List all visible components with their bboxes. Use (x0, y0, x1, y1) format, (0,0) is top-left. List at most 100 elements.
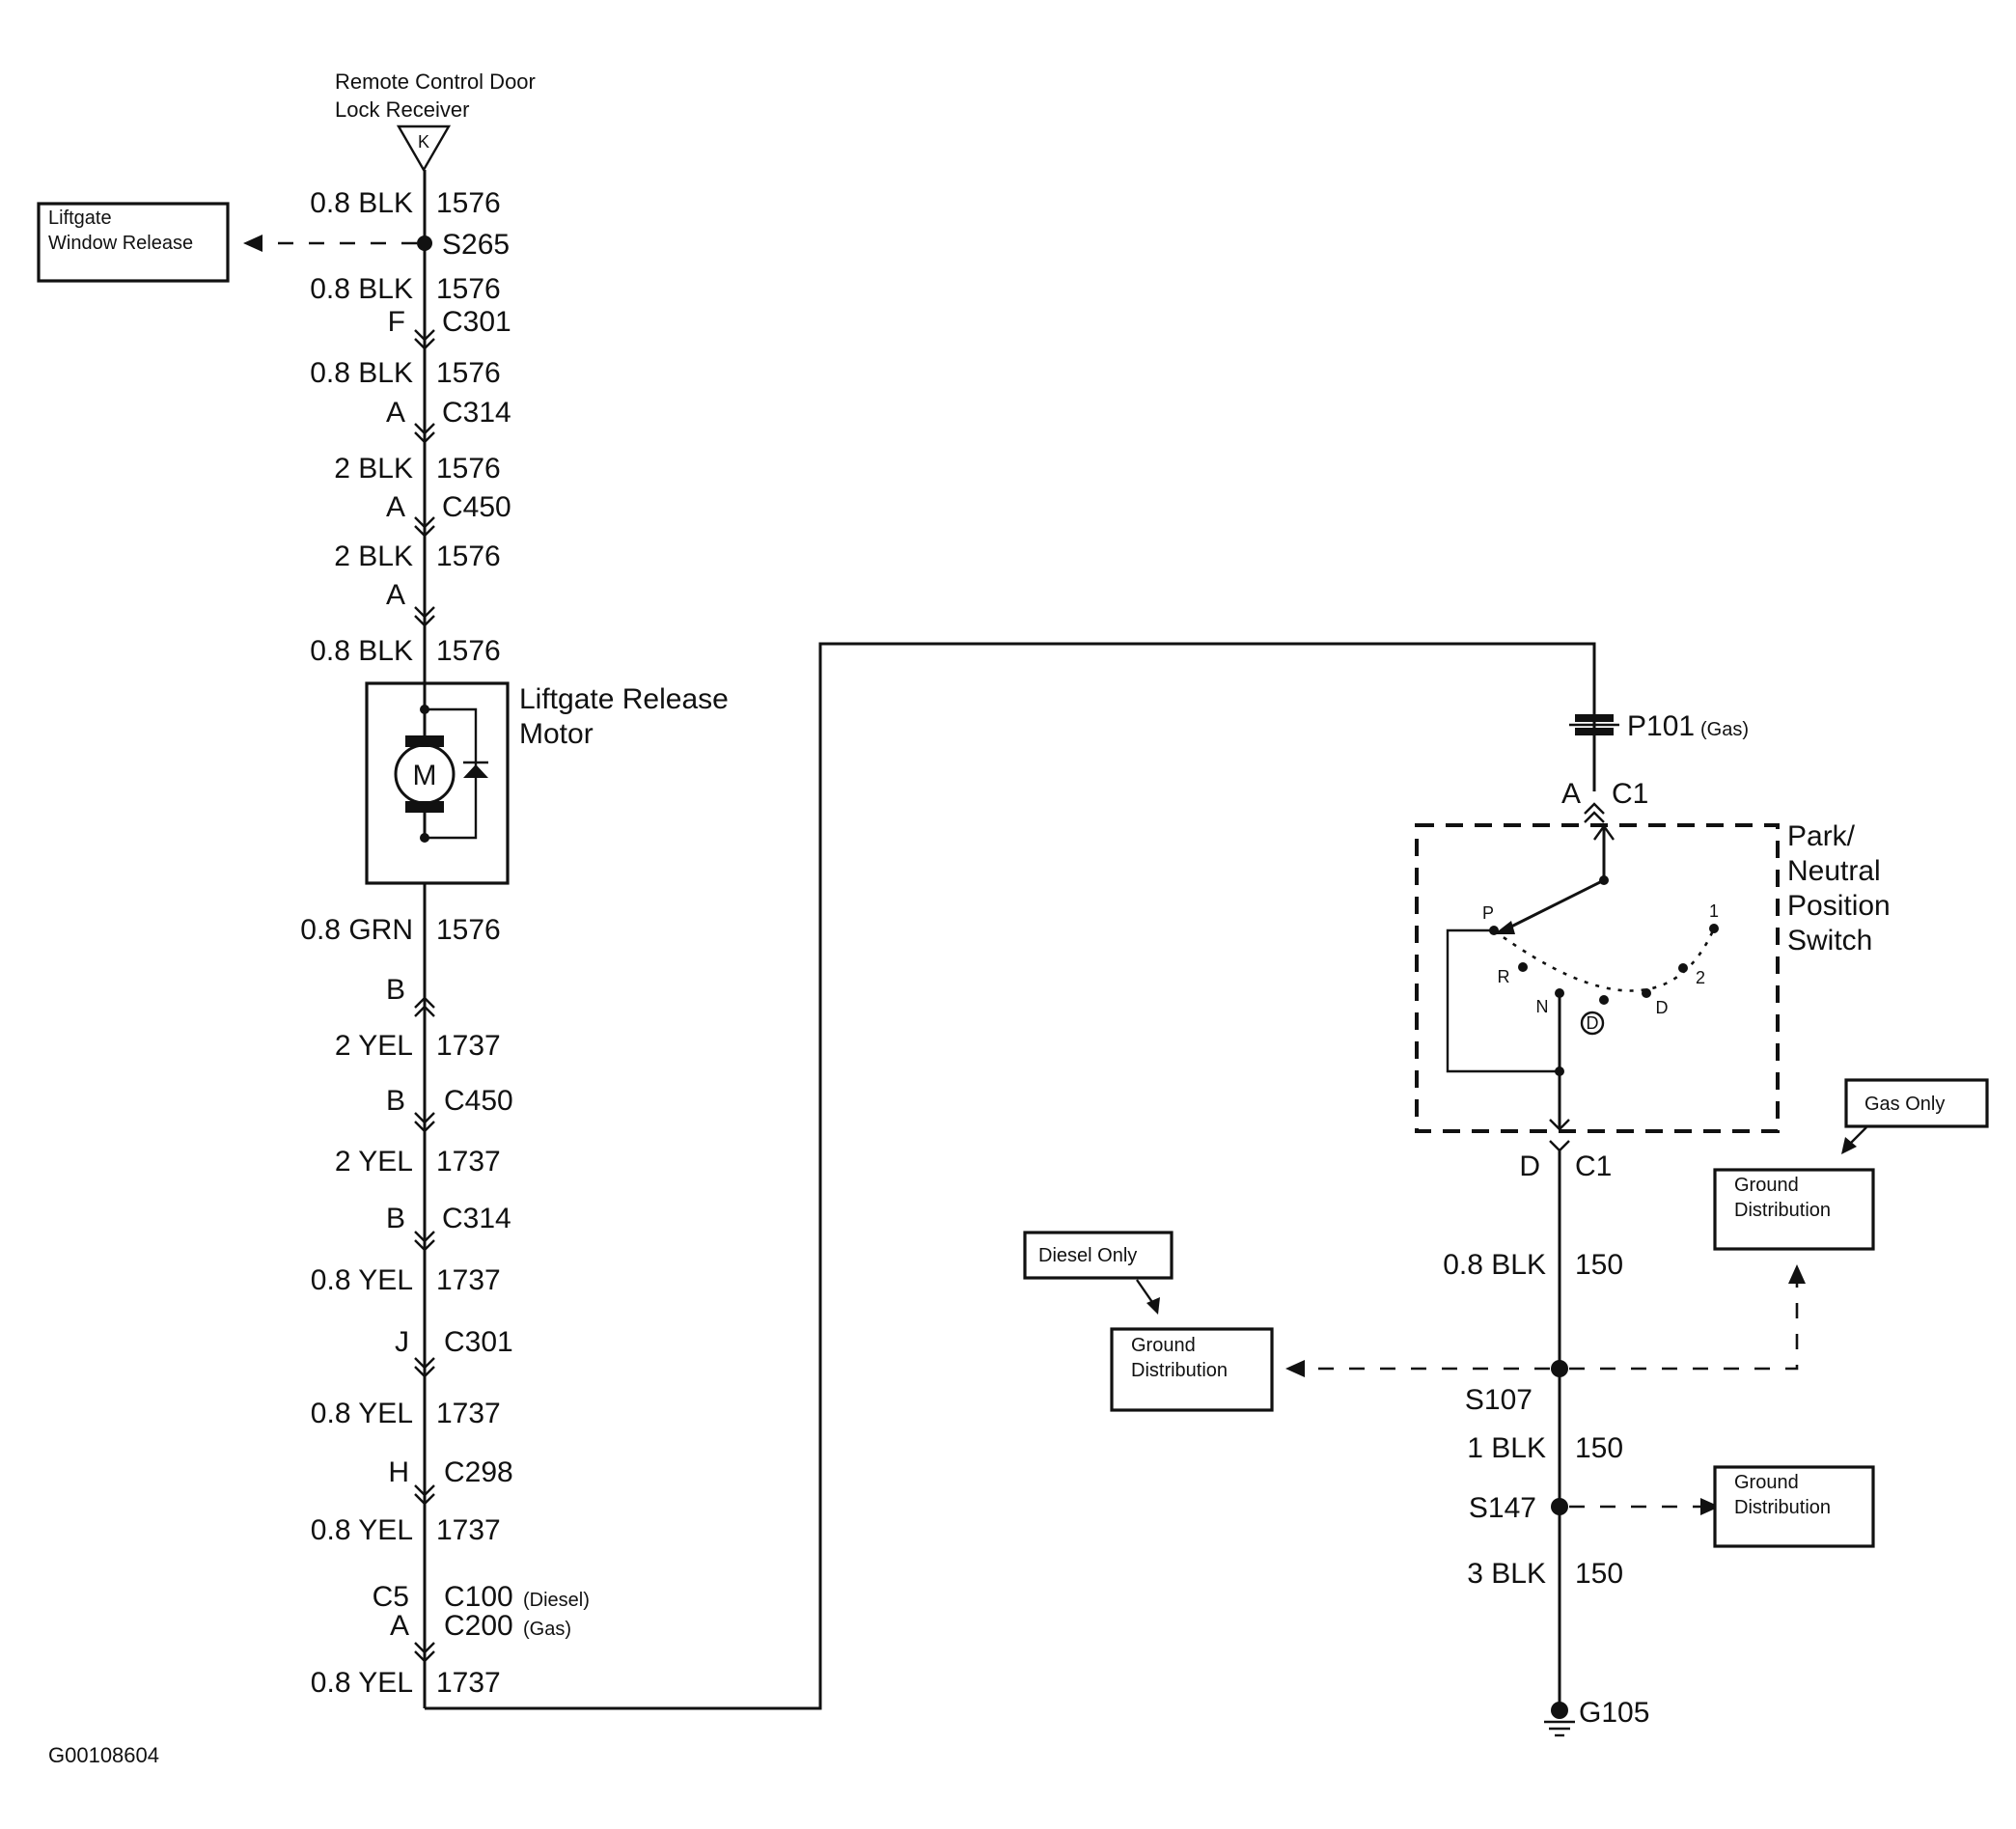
connector-c450-lower: B C450 (386, 1085, 513, 1133)
liftgate-window-label-2: Window Release (48, 233, 193, 254)
receiver-group: Remote Control Door Lock Receiver K (335, 69, 536, 173)
connector-name-c100: C100 (444, 1581, 513, 1613)
wire-circuit: 1737 (436, 1514, 501, 1546)
wire-gauge: 0.8 BLK (310, 273, 413, 305)
connector-pin: J (395, 1326, 409, 1358)
switch-contact-arrow (1494, 921, 1515, 934)
wire-circuit: 1576 (436, 273, 501, 305)
wire-gauge: 3 BLK (1467, 1558, 1546, 1590)
diode-icon (463, 764, 488, 778)
splice-s147 (1551, 1498, 1568, 1515)
motor-label-1: Liftgate Release (519, 683, 729, 715)
wire-gauge: 0.8 BLK (310, 187, 413, 219)
arrow-diesel-only (1146, 1297, 1160, 1315)
wire-gauge: 0.8 YEL (311, 1667, 413, 1699)
wire-gauge: 2 BLK (334, 453, 413, 485)
p101-note: (Gas) (1700, 719, 1749, 740)
wire-circuit: 1576 (436, 357, 501, 389)
wire-gauge: 0.8 YEL (311, 1514, 413, 1546)
arrow-to-ground-dist-gas (1788, 1264, 1806, 1284)
wire-circuit: 1576 (436, 540, 501, 572)
connector-name: C301 (442, 306, 511, 338)
wire-circuit: 150 (1575, 1558, 1623, 1590)
wire-gauge: 0.8 BLK (310, 357, 413, 389)
switch-label-1: Park/ (1787, 820, 1856, 852)
pos-d: D (1656, 998, 1669, 1017)
c1-bottom-name: C1 (1575, 1150, 1612, 1182)
pos-r: R (1498, 967, 1510, 986)
ground-g105-label: G105 (1579, 1697, 1649, 1729)
switch-label-3: Position (1787, 890, 1891, 922)
connector-name: C450 (444, 1085, 513, 1117)
wire-circuit: 150 (1575, 1249, 1623, 1281)
connector-pin-a: A (390, 1610, 409, 1642)
liftgate-release-motor: M Liftgate Release Motor (365, 676, 729, 885)
connector-pin: A (386, 579, 405, 611)
arrow-to-window-release (243, 235, 262, 252)
wire-circuit: 1737 (436, 1398, 501, 1429)
diesel-only-box (1023, 1231, 1174, 1280)
connector-pin: A (386, 491, 405, 523)
splice-s107-label: S107 (1465, 1384, 1533, 1416)
wire-gauge: 0.8 YEL (311, 1264, 413, 1296)
ground-dist-label-2: Distribution (1734, 1497, 1831, 1518)
c1-top-pin: A (1561, 778, 1581, 810)
arrow-to-ground-dist-s147 (1700, 1498, 1720, 1515)
connector-name: C301 (444, 1326, 513, 1358)
wire-circuit: 150 (1575, 1432, 1623, 1464)
ground-distribution-gas-box (1713, 1168, 1875, 1251)
connector-pin: F (388, 306, 405, 338)
connector-unnamed-a: A (386, 579, 435, 627)
park-neutral-position-switch: Park/ Neutral Position Switch P R N 1 2 … (1415, 820, 1891, 1133)
receiver-label-line1: Remote Control Door (335, 69, 536, 94)
splice-s107 (1551, 1360, 1568, 1377)
connector-c450-upper: A C450 (386, 491, 511, 538)
arrow-to-ground-dist-diesel (1285, 1360, 1305, 1377)
connector-c314-upper: A C314 (386, 397, 511, 444)
connector-p101: P101 (Gas) (1569, 710, 1749, 791)
wire-circuit: 1576 (436, 453, 501, 485)
ground-dist-label-1: Ground (1734, 1472, 1799, 1493)
splice-s265 (417, 236, 432, 251)
wire-circuit: 1737 (436, 1667, 501, 1699)
connector-c1-bottom: D C1 (1519, 1140, 1612, 1182)
connector-name: C298 (444, 1456, 513, 1488)
connector-c301-lower: J C301 (395, 1326, 513, 1378)
wire-circuit: 1576 (436, 187, 501, 219)
s107-branch-right (1569, 1284, 1799, 1371)
c1-bottom-pin: D (1519, 1150, 1540, 1182)
connector-pin: H (388, 1456, 409, 1488)
wire-circuit: 1737 (436, 1030, 501, 1062)
splice-s265-label: S265 (442, 229, 510, 261)
wire-gauge: 0.8 BLK (310, 635, 413, 667)
ground-dist-label-1: Ground (1734, 1175, 1799, 1196)
wire-circuit: 1576 (436, 635, 501, 667)
wire-gauge: 0.8 GRN (300, 914, 413, 946)
pos-p: P (1482, 903, 1494, 923)
wire-1737-to-switch (425, 642, 1596, 1710)
wire-gauge: 2 YEL (335, 1146, 413, 1178)
connector-c301-upper: F C301 (388, 306, 511, 350)
wire-gauge: 2 BLK (334, 540, 413, 572)
pos-drive-circled: D (1587, 1013, 1599, 1033)
wire-gauge: 0.8 BLK (1443, 1249, 1546, 1281)
wire-gauge: 1 BLK (1467, 1432, 1546, 1464)
connector-name: C314 (442, 397, 511, 429)
motor-label-2: Motor (519, 718, 594, 750)
connector-unnamed-b: B (386, 974, 435, 1017)
wire-circuit: 1737 (436, 1146, 501, 1178)
receiver-connector-triangle (396, 125, 452, 173)
connector-name-c200: C200 (444, 1610, 513, 1642)
connector-pin: B (386, 1085, 405, 1117)
ground-distribution-diesel-box (1110, 1327, 1274, 1412)
ground-g105: G105 (1544, 1697, 1649, 1737)
connector-pin: B (386, 1203, 405, 1234)
connector-c1-top: A C1 (1561, 778, 1648, 823)
c1-top-name: C1 (1612, 778, 1648, 810)
connector-name: C314 (442, 1203, 511, 1234)
connector-c100-c200: C5 C100 (Diesel) A C200 (Gas) (373, 1581, 590, 1663)
connector-note-diesel: (Diesel) (523, 1590, 590, 1611)
gas-only-box (1844, 1078, 1989, 1128)
figure-id: G00108604 (48, 1743, 159, 1767)
